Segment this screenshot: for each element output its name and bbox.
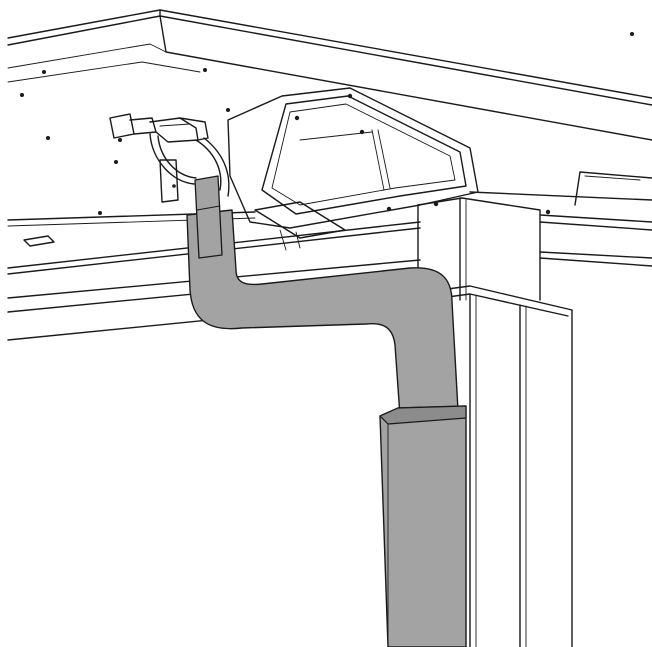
clip-connector (109, 113, 135, 139)
tabletop-underside (7, 9, 652, 341)
bracket-tab-leg-2 (295, 231, 301, 249)
clip-mount-plate (159, 159, 179, 203)
screw-hole (226, 108, 230, 112)
tabletop-rim-left (7, 43, 167, 69)
screw-hole (46, 136, 50, 140)
cable-channel-sleeve (186, 175, 467, 647)
right-corner-bracket (574, 171, 652, 206)
tabletop-outer-edge-inner (7, 15, 652, 106)
screw-hole (203, 68, 207, 72)
tabletop-outer-edge (7, 9, 652, 99)
screw-hole (98, 211, 102, 215)
screw-hole (42, 70, 46, 74)
telescopic-leg-column (417, 197, 573, 647)
right-rail-top (469, 191, 652, 201)
clip-detail (159, 123, 191, 127)
leg-top-outer (417, 197, 541, 301)
bracket-ledge (299, 131, 373, 141)
screw-hole (630, 32, 634, 36)
right-rail-b (539, 221, 652, 231)
bracket-tab (254, 201, 346, 239)
bracket-screw-hole (347, 93, 353, 99)
bracket-screw-hole (294, 115, 300, 121)
wire-loop-2 (157, 135, 197, 179)
bracket-screw-hole (386, 206, 392, 212)
clip-housing-side (179, 117, 209, 141)
right-rail-a (539, 214, 652, 223)
right-rail-c (539, 251, 652, 259)
cable-channel-rigid-duct (379, 405, 467, 647)
clip-housing (149, 117, 199, 143)
cable-clip (109, 113, 230, 203)
bracket-screw-hole (359, 129, 365, 135)
tabletop-rim-left-lower (7, 61, 201, 83)
wire-loop-4 (203, 137, 230, 197)
bracket-rib (371, 129, 385, 191)
bracket-outline (227, 87, 479, 229)
bracket-tab-leg (279, 229, 287, 251)
bracket-rib-2 (377, 129, 391, 189)
leg-lower-outer (439, 285, 573, 647)
wire-loop-3 (195, 139, 222, 191)
bracket-inner-flange (261, 95, 467, 215)
edge-clip (23, 235, 55, 247)
right-corner-bracket-inner (584, 175, 641, 181)
wire-loop (149, 133, 195, 185)
cable-duct-top-cap (379, 405, 467, 425)
right-rail-d (539, 257, 652, 267)
cable-channel-strap (194, 175, 223, 259)
screw-hole (114, 160, 118, 164)
clip-connector-body (129, 117, 157, 135)
strap-fold-line (196, 205, 221, 211)
clip-mount-hole (172, 184, 176, 188)
bracket-screw-hole (545, 209, 551, 215)
screw-hole (20, 93, 24, 97)
leg-mounting-bracket (227, 87, 551, 251)
screw-hole (118, 138, 122, 142)
tabletop-front-edge (159, 9, 652, 141)
bracket-recess (271, 103, 456, 206)
